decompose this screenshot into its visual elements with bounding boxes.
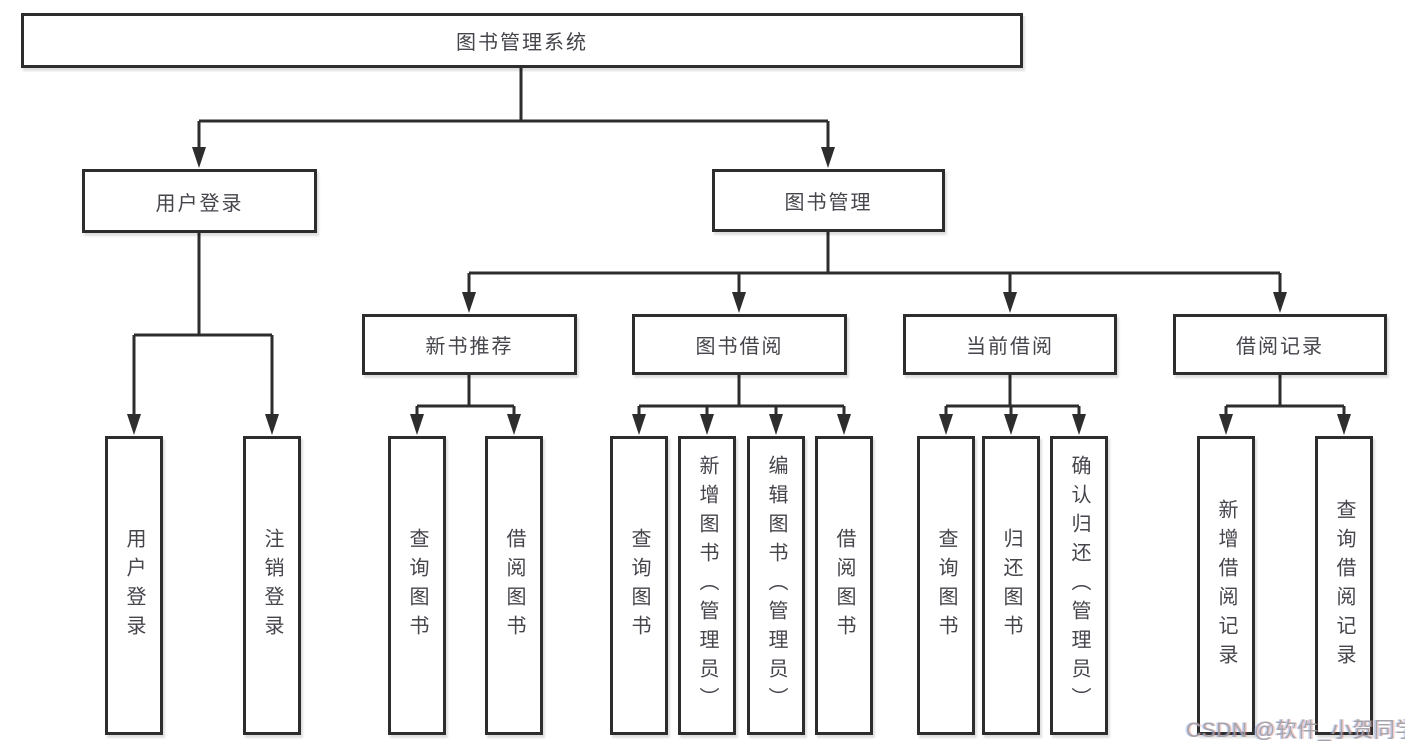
leaf-query-borrow-record: 查询借阅记录 xyxy=(1315,436,1373,735)
leaf-query-books-recommend: 查询图书 xyxy=(388,436,446,735)
node-user-login: 用户登录 xyxy=(82,169,317,233)
leaf-query-books-borrowing: 查询图书 xyxy=(610,436,668,735)
node-borrowing-records: 借阅记录 xyxy=(1173,314,1387,375)
node-library-system: 图书管理系统 xyxy=(21,13,1023,68)
csdn-watermark: CSDN @软件_小贺同学 xyxy=(1186,719,1405,742)
tree-edges xyxy=(132,68,1346,416)
leaf-query-books-current: 查询图书 xyxy=(917,436,975,735)
leaf-borrow-books-recommend: 借阅图书 xyxy=(485,436,543,735)
leaf-add-books-admin: 新增图书（管理员） xyxy=(678,436,736,735)
node-new-book-recommend: 新书推荐 xyxy=(362,314,577,375)
node-book-management: 图书管理 xyxy=(712,169,945,232)
leaf-user-login: 用户登录 xyxy=(105,436,163,735)
leaf-confirm-return-admin: 确认归还（管理员） xyxy=(1050,436,1108,735)
node-book-borrowing: 图书借阅 xyxy=(632,314,847,375)
node-current-borrowing: 当前借阅 xyxy=(903,314,1117,375)
leaf-add-borrow-record: 新增借阅记录 xyxy=(1197,436,1255,735)
leaf-borrow-books-borrowing: 借阅图书 xyxy=(815,436,873,735)
leaf-return-books: 归还图书 xyxy=(982,436,1040,735)
leaf-edit-books-admin: 编辑图书（管理员） xyxy=(747,436,805,735)
leaf-logout: 注销登录 xyxy=(243,436,301,735)
